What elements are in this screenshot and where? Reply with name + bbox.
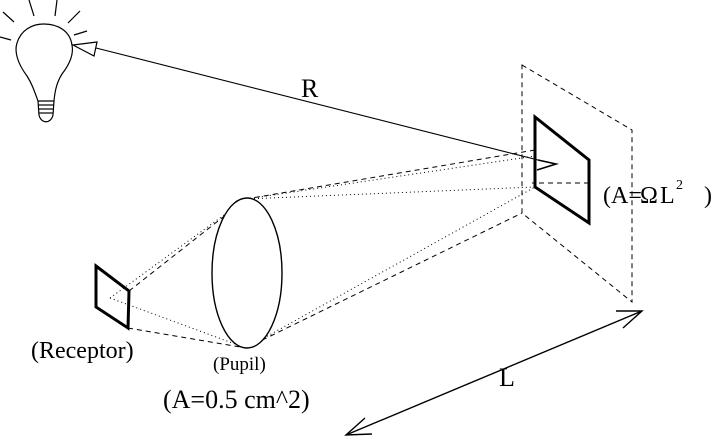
- distance-l-arrow: [344, 310, 644, 436]
- projection-plane: [521, 64, 633, 304]
- distance-l-label: L: [499, 363, 515, 392]
- svg-text:L: L: [660, 183, 675, 209]
- omega-symbol: Ω: [640, 183, 658, 209]
- pupil-area-label: (A=0.5 cm^2): [163, 385, 310, 414]
- exponent: 2: [676, 178, 683, 193]
- source-patch: [533, 113, 591, 226]
- svg-text:(A=: (A=: [603, 183, 642, 209]
- receptor-label: (Receptor): [31, 338, 134, 364]
- light-rays: [0, 0, 88, 41]
- arrowhead-icon: [71, 41, 98, 57]
- solid-angle-mark: [536, 159, 560, 171]
- source-area-label: (A= Ω L 2 ): [603, 178, 712, 209]
- light-bulb-icon: [15, 23, 74, 123]
- dashed-projection-lines: [127, 149, 589, 349]
- pupil-label: (Pupil): [213, 354, 266, 375]
- svg-text:): ): [704, 183, 712, 209]
- dotted-ray-lines: [109, 155, 536, 349]
- receptor-patch: [94, 262, 131, 331]
- distance-r-line: [95, 47, 539, 161]
- pupil-ellipse: [211, 197, 283, 349]
- distance-r-label: R: [301, 74, 319, 103]
